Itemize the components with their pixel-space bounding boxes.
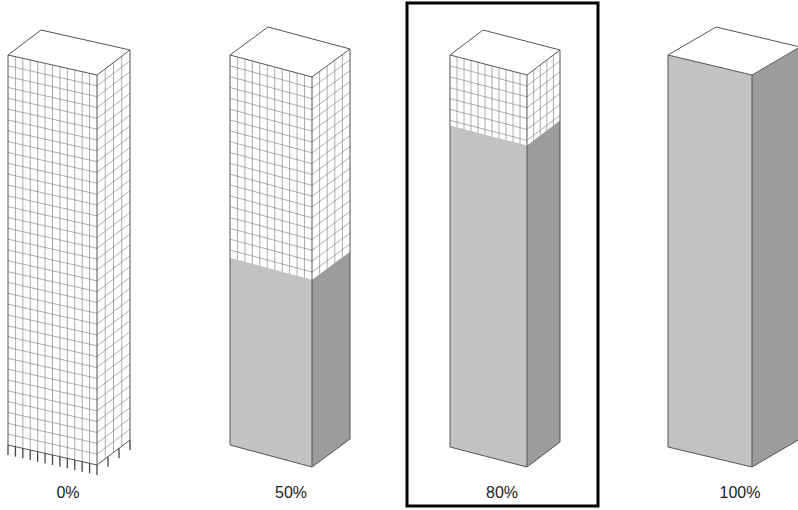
tower bbox=[230, 27, 350, 467]
tower bbox=[8, 30, 130, 475]
percentage-label: 80% bbox=[486, 483, 518, 502]
tower bbox=[450, 30, 560, 467]
percentage-label: 100% bbox=[720, 483, 761, 502]
percentage-label: 50% bbox=[275, 483, 307, 502]
selection-frame bbox=[407, 3, 598, 506]
percentage-label: 0% bbox=[56, 483, 79, 502]
tower bbox=[668, 27, 798, 467]
